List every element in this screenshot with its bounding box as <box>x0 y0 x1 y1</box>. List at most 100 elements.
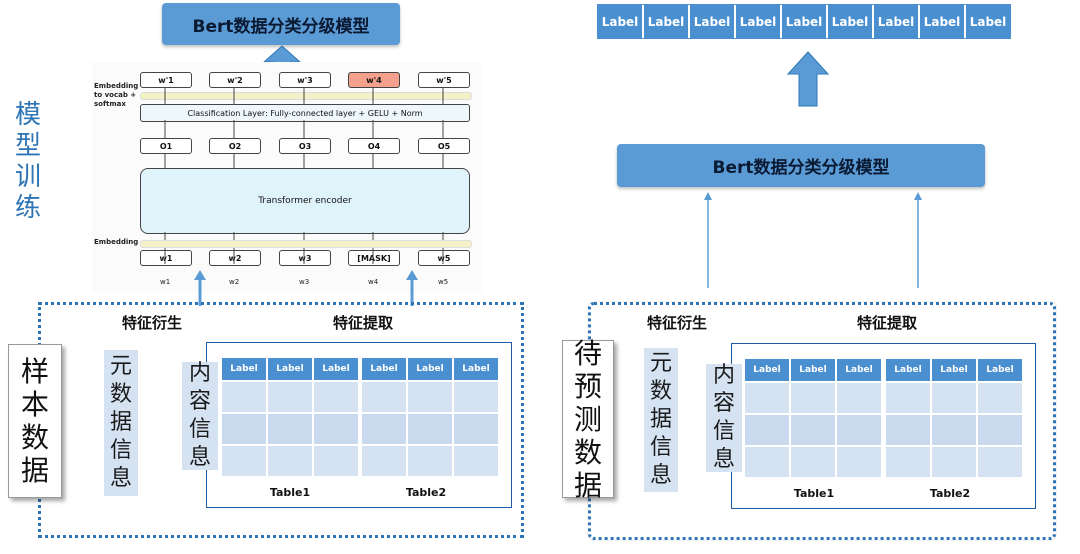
meta-info-label: 元数据信息 <box>104 350 138 496</box>
sample-data-label: 样本数据 <box>8 344 62 498</box>
table-cell <box>835 413 883 447</box>
raw-input: w1 <box>160 278 171 286</box>
diagram-connectors <box>164 87 444 264</box>
feature-extract-heading: 特征提取 <box>333 314 394 332</box>
output-node: w'5 <box>418 72 470 88</box>
table1-caption-right: Table1 <box>793 487 835 500</box>
feature-derive-heading-right: 特征衍生 <box>647 314 708 332</box>
table-cell <box>930 381 978 415</box>
output-node: w'3 <box>279 72 331 88</box>
table-cell <box>406 380 454 414</box>
table-cell <box>406 444 454 478</box>
column-header: Label <box>360 356 408 382</box>
input-node: w3 <box>279 250 331 266</box>
transformer-encoder: Transformer encoder <box>140 168 470 234</box>
column-header: Label <box>266 356 314 382</box>
right-up-connectors <box>704 192 922 288</box>
content-info-label-right: 内容信息 <box>706 363 742 472</box>
table-cell <box>220 412 268 446</box>
o-node: O1 <box>140 138 192 154</box>
column-header: Label <box>835 357 883 383</box>
output-node: w'2 <box>209 72 261 88</box>
label-cell: Label <box>644 5 690 38</box>
left-up-connectors <box>194 270 418 306</box>
table-cell <box>452 444 500 478</box>
table-cell <box>312 380 360 414</box>
bert-model-diagram: Embedding to vocab + softmax w'1 w'2 w'3… <box>92 62 482 292</box>
table-cell <box>452 412 500 446</box>
o-node: O5 <box>418 138 470 154</box>
model-title-right: Bert数据分类分级模型 <box>617 144 985 187</box>
embed-vocab-label: Embedding to vocab + softmax <box>94 82 139 108</box>
table-cell <box>312 444 360 478</box>
column-header: Label <box>220 356 268 382</box>
column-header: Label <box>789 357 837 383</box>
raw-input: w2 <box>229 278 240 286</box>
table1-caption: Table1 <box>269 486 311 499</box>
output-node: w'1 <box>140 72 192 88</box>
table-cell <box>884 445 932 479</box>
input-node-mask: [MASK] <box>348 250 400 266</box>
o-node: O4 <box>348 138 400 154</box>
label-cell: Label <box>828 5 874 38</box>
table-cell <box>266 380 314 414</box>
label-cell: Label <box>920 5 966 38</box>
table-cell <box>220 444 268 478</box>
content-info-label: 内容信息 <box>182 361 218 470</box>
table-cell <box>266 444 314 478</box>
table-cell <box>360 380 408 414</box>
input-node: w1 <box>140 250 192 266</box>
table-cell <box>930 445 978 479</box>
column-header: Label <box>406 356 454 382</box>
table-cell <box>884 413 932 447</box>
table-cell <box>930 413 978 447</box>
feature-extract-heading-right: 特征提取 <box>857 314 918 332</box>
table-cell <box>452 380 500 414</box>
column-header: Label <box>743 357 791 383</box>
column-header: Label <box>930 357 978 383</box>
softmax-bar <box>140 92 472 100</box>
column-header: Label <box>976 357 1024 383</box>
raw-input: w5 <box>438 278 449 286</box>
table-cell <box>976 413 1024 447</box>
label-cell: Label <box>690 5 736 38</box>
label-cell: Label <box>874 5 920 38</box>
meta-info-label-right: 元数据信息 <box>644 348 678 492</box>
table-cell <box>406 412 454 446</box>
table2-caption-right: Table2 <box>929 487 971 500</box>
feature-derive-heading: 特征衍生 <box>122 314 183 332</box>
label-cell: Label <box>966 5 1010 38</box>
table-cell <box>976 445 1024 479</box>
label-cell: Label <box>598 5 644 38</box>
input-node: w5 <box>418 250 470 266</box>
embedding-label: Embedding <box>94 238 139 246</box>
table-cell <box>789 445 837 479</box>
table-cell <box>835 381 883 415</box>
table-cell <box>835 445 883 479</box>
model-title-left: Bert数据分类分级模型 <box>162 3 400 45</box>
table-cell <box>312 412 360 446</box>
table-cell <box>976 381 1024 415</box>
table-cell <box>789 413 837 447</box>
o-node: O3 <box>279 138 331 154</box>
table-cell <box>360 444 408 478</box>
column-header: Label <box>452 356 500 382</box>
label-row: Label Label Label Label Label Label Labe… <box>597 4 1011 39</box>
label-cell: Label <box>782 5 828 38</box>
raw-input: w4 <box>368 278 379 286</box>
table-cell <box>266 412 314 446</box>
output-node-highlight: w'4 <box>348 72 400 88</box>
classification-layer: Classification Layer: Fully-connected la… <box>140 104 470 122</box>
input-node: w2 <box>209 250 261 266</box>
table-cell <box>743 413 791 447</box>
table-cell <box>220 380 268 414</box>
embedding-bar <box>140 240 472 248</box>
table-cell <box>789 381 837 415</box>
table-cell <box>884 381 932 415</box>
column-header: Label <box>312 356 360 382</box>
table-cell <box>743 381 791 415</box>
